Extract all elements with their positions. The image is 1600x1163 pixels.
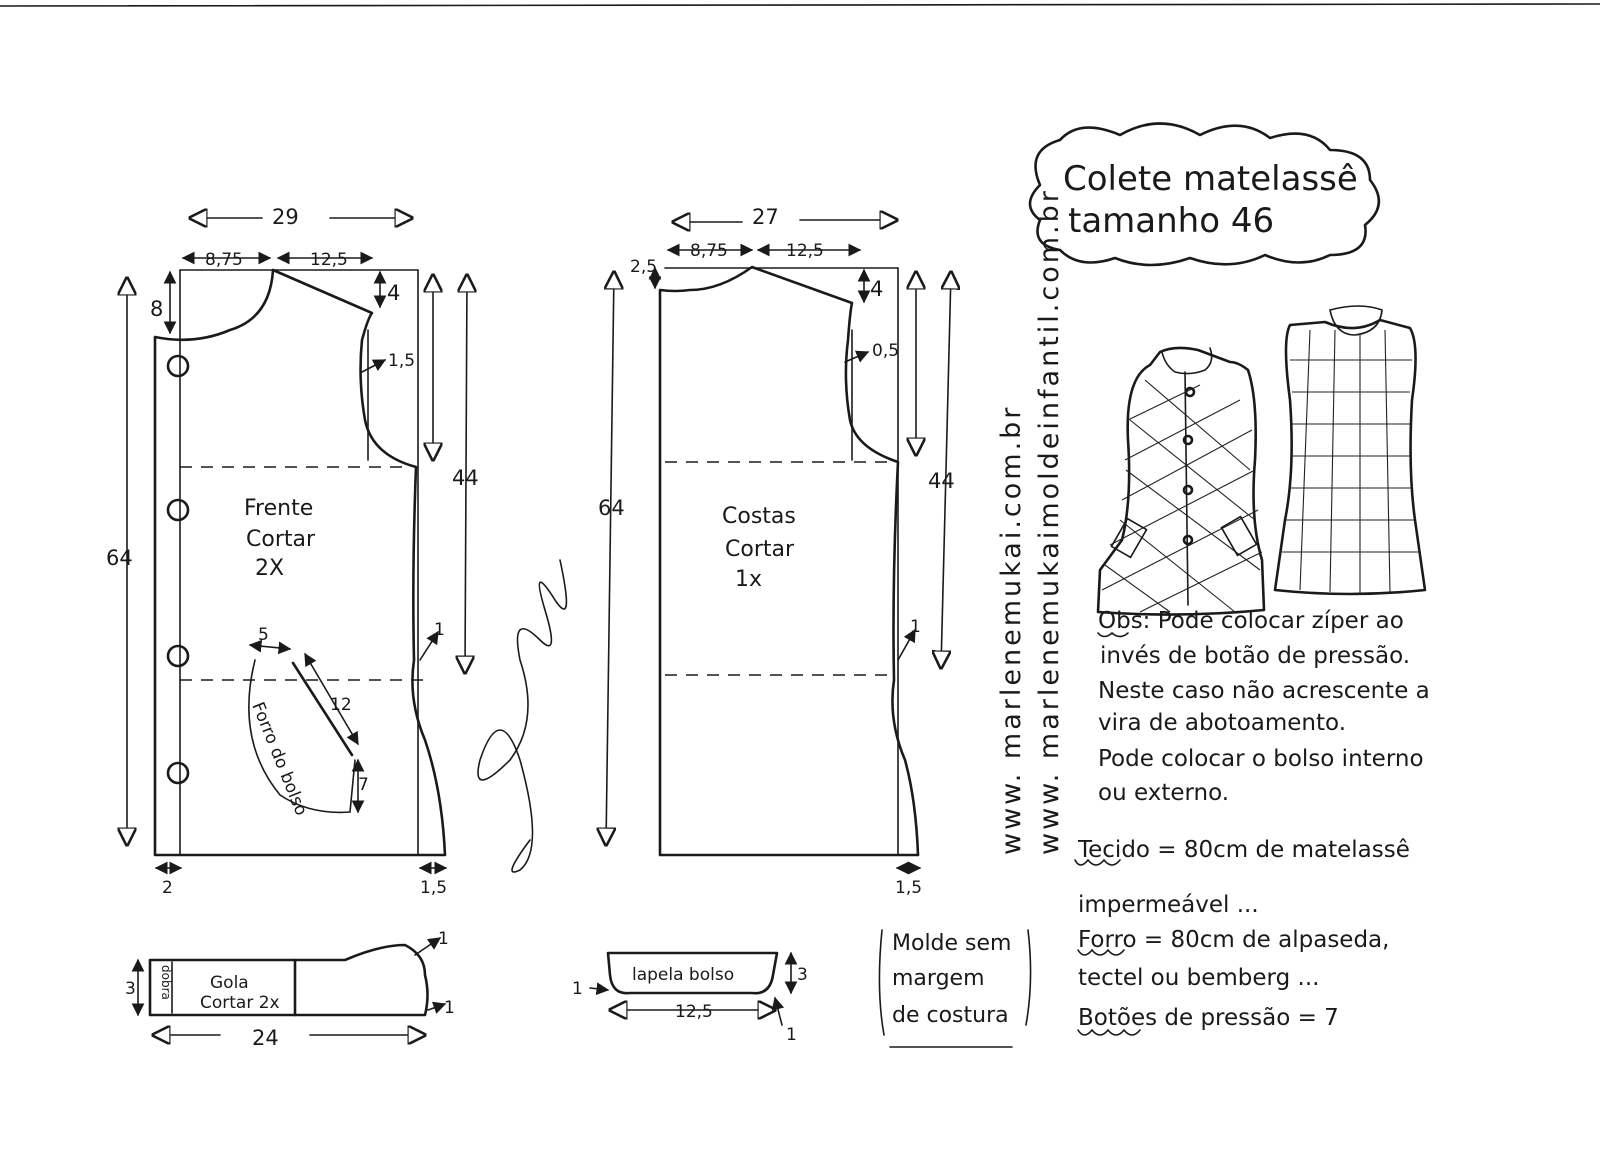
- materials-line-5: Botões de pressão = 7: [1078, 1005, 1339, 1031]
- front-shoulder-drop: 4: [387, 281, 400, 305]
- flap-corner-right: 1: [786, 1025, 797, 1045]
- margin-note-3: de costura: [892, 1003, 1009, 1028]
- front-shoulder-width: 12,5: [310, 250, 348, 270]
- flap-label: lapela bolso: [632, 965, 734, 985]
- front-pocket-opening: 12: [330, 695, 352, 715]
- collar-tip-side: 1: [444, 998, 455, 1018]
- flap-piece: [589, 951, 798, 1026]
- obs-line-2: invés de botão de pressão.: [1100, 643, 1410, 669]
- margin-note-bracket: [878, 929, 1032, 1048]
- collar-tip-top: 1: [438, 929, 449, 949]
- collar-label-2: Cortar 2x: [200, 993, 280, 1013]
- back-label-2: Cortar: [725, 537, 795, 562]
- back-neck-rise: 2,5: [630, 257, 657, 277]
- collar-height: 3: [125, 979, 136, 999]
- front-side-curve: 1: [434, 620, 445, 640]
- front-hem-out: 1,5: [420, 878, 447, 898]
- back-side-curve: 1: [910, 617, 921, 637]
- front-pocket-top: 5: [258, 625, 269, 645]
- back-side-length: 44: [928, 469, 955, 493]
- obs-line-3: Neste caso não acrescente a: [1098, 678, 1430, 704]
- title-line1: Colete matelassê: [1063, 159, 1358, 199]
- obs-line-6: ou externo.: [1098, 780, 1229, 806]
- obs-line-1: Obs: Pode colocar zíper ao: [1098, 608, 1404, 634]
- back-shoulder-width: 12,5: [786, 241, 824, 261]
- vest-front-illustration: [1096, 346, 1266, 616]
- materials-line-4: tectel ou bemberg ...: [1078, 965, 1319, 991]
- flap-height: 3: [797, 965, 808, 985]
- flap-corner-left: 1: [572, 979, 583, 999]
- collar-piece: [131, 937, 447, 1035]
- front-label-3: 2X: [255, 556, 284, 581]
- front-label-1: Frente: [244, 496, 313, 521]
- scan-edge: [0, 3, 1600, 7]
- back-width-top: 27: [752, 205, 779, 229]
- materials-line-3: Forro = 80cm de alpaseda,: [1078, 927, 1389, 953]
- website-1: www. marlenemukai.com.br: [996, 405, 1027, 855]
- front-width-top: 29: [272, 205, 299, 229]
- website-2: www. marlenemukaimoldeinfantil.com.br: [1034, 188, 1065, 855]
- front-placket: 2: [162, 878, 173, 898]
- title-cloud: [1028, 122, 1381, 267]
- vest-back-illustration: [1273, 305, 1427, 596]
- back-hem-out: 1,5: [895, 878, 922, 898]
- collar-length: 24: [252, 1026, 279, 1050]
- obs-line-4: vira de abotoamento.: [1098, 710, 1346, 736]
- materials-line-2: impermeável ...: [1078, 892, 1259, 918]
- back-shoulder-drop: 4: [870, 277, 883, 301]
- margin-note-2: margem: [892, 966, 985, 991]
- flap-width: 12,5: [675, 1002, 713, 1022]
- back-total-length: 64: [598, 496, 625, 520]
- front-total-length: 64: [106, 546, 133, 570]
- title-line2: tamanho 46: [1068, 201, 1274, 241]
- back-armhole-curve: 0,5: [872, 341, 899, 361]
- back-neck-width: 8,75: [690, 241, 728, 261]
- front-neck-width: 8,75: [205, 250, 243, 270]
- collar-label-1: Gola: [210, 973, 249, 993]
- front-label-2: Cortar: [246, 527, 316, 552]
- collar-fold: dobra: [159, 965, 173, 1000]
- front-armhole-curve: 1,5: [388, 351, 415, 371]
- front-neck-depth: 8: [150, 297, 163, 321]
- margin-note-1: Molde sem: [892, 931, 1011, 956]
- front-side-length: 44: [452, 466, 479, 490]
- obs-line-5: Pode colocar o bolso interno: [1098, 746, 1424, 772]
- front-pocket-lining: Forro do bolso: [247, 699, 311, 818]
- back-piece: [606, 220, 951, 875]
- front-piece: [127, 218, 467, 875]
- back-label-3: 1x: [735, 567, 762, 592]
- back-label-1: Costas: [722, 504, 796, 529]
- signature: [477, 559, 568, 873]
- front-pocket-side: 7: [358, 775, 369, 795]
- materials-line-1: Tecido = 80cm de matelassê: [1077, 837, 1410, 863]
